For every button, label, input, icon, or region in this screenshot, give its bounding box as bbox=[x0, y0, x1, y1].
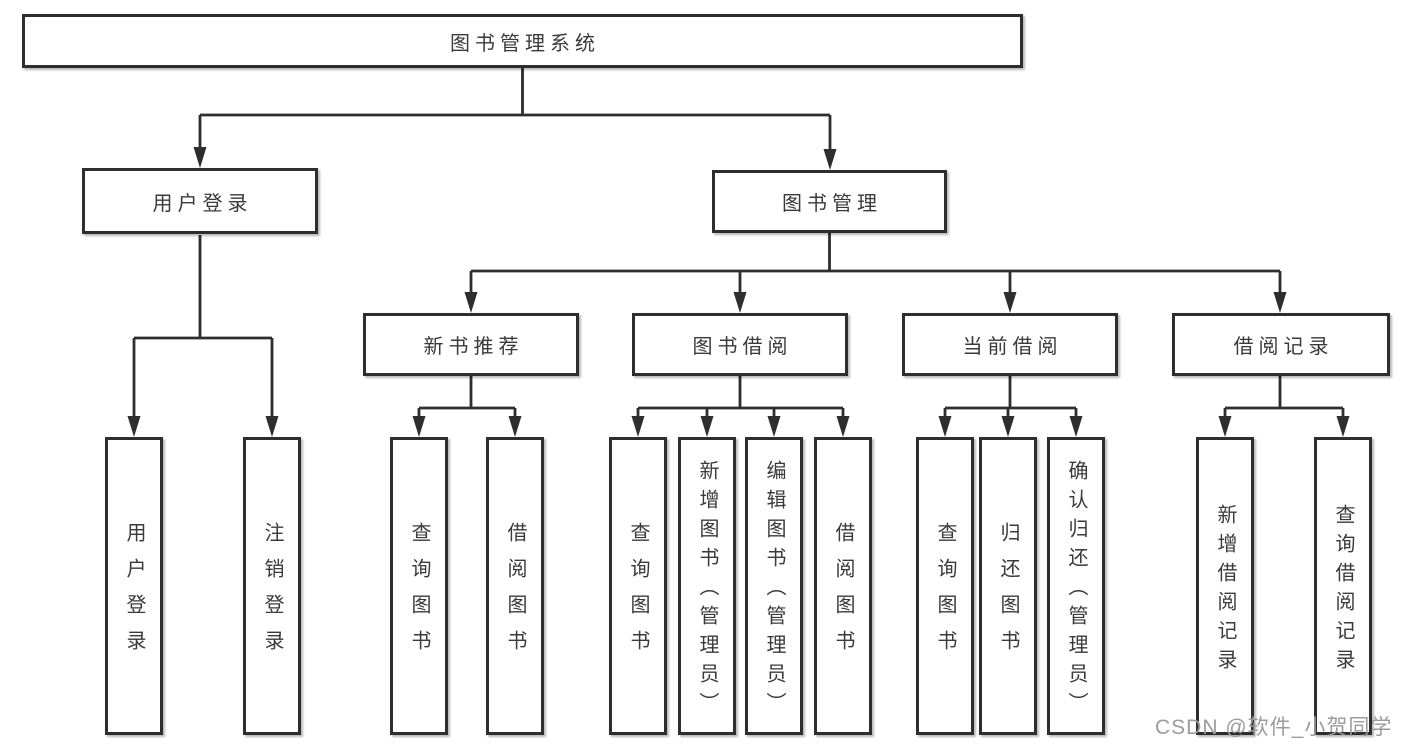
node-current-borrowing: 当前借阅 bbox=[902, 313, 1118, 376]
leaf-label: 查询图书 bbox=[408, 522, 430, 666]
leaf-label: 编辑图书（管理员） bbox=[763, 460, 785, 721]
connector-newbook-branch bbox=[417, 376, 517, 419]
node-borrow-records: 借阅记录 bbox=[1172, 313, 1390, 376]
leaf-borrow-books: 借阅图书 bbox=[486, 437, 544, 735]
leaf-label: 注销登录 bbox=[261, 522, 283, 666]
leaf-add-book-admin: 新增图书（管理员） bbox=[678, 437, 736, 735]
leaf-label: 借阅图书 bbox=[504, 522, 526, 666]
connector-book-mgmt-branch bbox=[469, 233, 1282, 295]
leaf-query-books: 查询图书 bbox=[390, 437, 448, 735]
leaf-label: 查询借阅记录 bbox=[1332, 503, 1354, 678]
connector-root-branch bbox=[198, 68, 832, 152]
connector-borrowing-branch bbox=[636, 376, 845, 419]
leaf-return-book: 归还图书 bbox=[979, 437, 1037, 735]
node-label: 用户登录 bbox=[152, 192, 253, 215]
node-book-borrowing: 图书借阅 bbox=[632, 313, 848, 376]
leaf-label: 用户登录 bbox=[123, 522, 145, 666]
csdn-watermark: CSDN @软件_小贺同学 bbox=[1155, 716, 1393, 739]
leaf-borrow-books-2: 借阅图书 bbox=[814, 437, 872, 735]
leaf-add-borrow-record: 新增借阅记录 bbox=[1196, 437, 1254, 735]
leaf-logout: 注销登录 bbox=[243, 437, 301, 735]
node-label: 图书管理系统 bbox=[450, 32, 600, 55]
node-label: 图书借阅 bbox=[692, 336, 793, 358]
connector-strokes bbox=[132, 68, 1345, 419]
node-book-management: 图书管理 bbox=[712, 170, 947, 233]
connector-user-login-branch bbox=[132, 235, 274, 419]
node-label: 新书推荐 bbox=[423, 336, 524, 358]
leaf-query-borrow-record: 查询借阅记录 bbox=[1314, 437, 1372, 735]
node-label: 借阅记录 bbox=[1233, 336, 1334, 358]
node-label: 图书管理 bbox=[782, 193, 882, 215]
leaf-label: 查询图书 bbox=[934, 522, 956, 666]
leaf-label: 借阅图书 bbox=[832, 522, 854, 666]
leaf-label: 归还图书 bbox=[997, 522, 1019, 666]
connector-current-branch bbox=[943, 376, 1078, 419]
leaf-label: 查询图书 bbox=[627, 522, 649, 666]
leaf-query-books-3: 查询图书 bbox=[916, 437, 974, 735]
leaf-edit-book-admin: 编辑图书（管理员） bbox=[745, 437, 803, 735]
node-user-login: 用户登录 bbox=[82, 168, 318, 234]
leaf-label: 新增借阅记录 bbox=[1214, 503, 1236, 678]
node-library-management-system: 图书管理系统 bbox=[22, 14, 1023, 68]
connector-records-branch bbox=[1223, 376, 1345, 419]
leaf-label: 新增图书（管理员） bbox=[696, 460, 718, 721]
node-new-book-recommend: 新书推荐 bbox=[363, 313, 579, 376]
leaf-user-login: 用户登录 bbox=[105, 437, 163, 735]
arrowheads bbox=[127, 147, 1350, 437]
leaf-label: 确认归还（管理员） bbox=[1065, 460, 1087, 721]
leaf-confirm-return-admin: 确认归还（管理员） bbox=[1047, 437, 1105, 735]
node-label: 当前借阅 bbox=[962, 336, 1063, 358]
leaf-query-books-2: 查询图书 bbox=[609, 437, 667, 735]
